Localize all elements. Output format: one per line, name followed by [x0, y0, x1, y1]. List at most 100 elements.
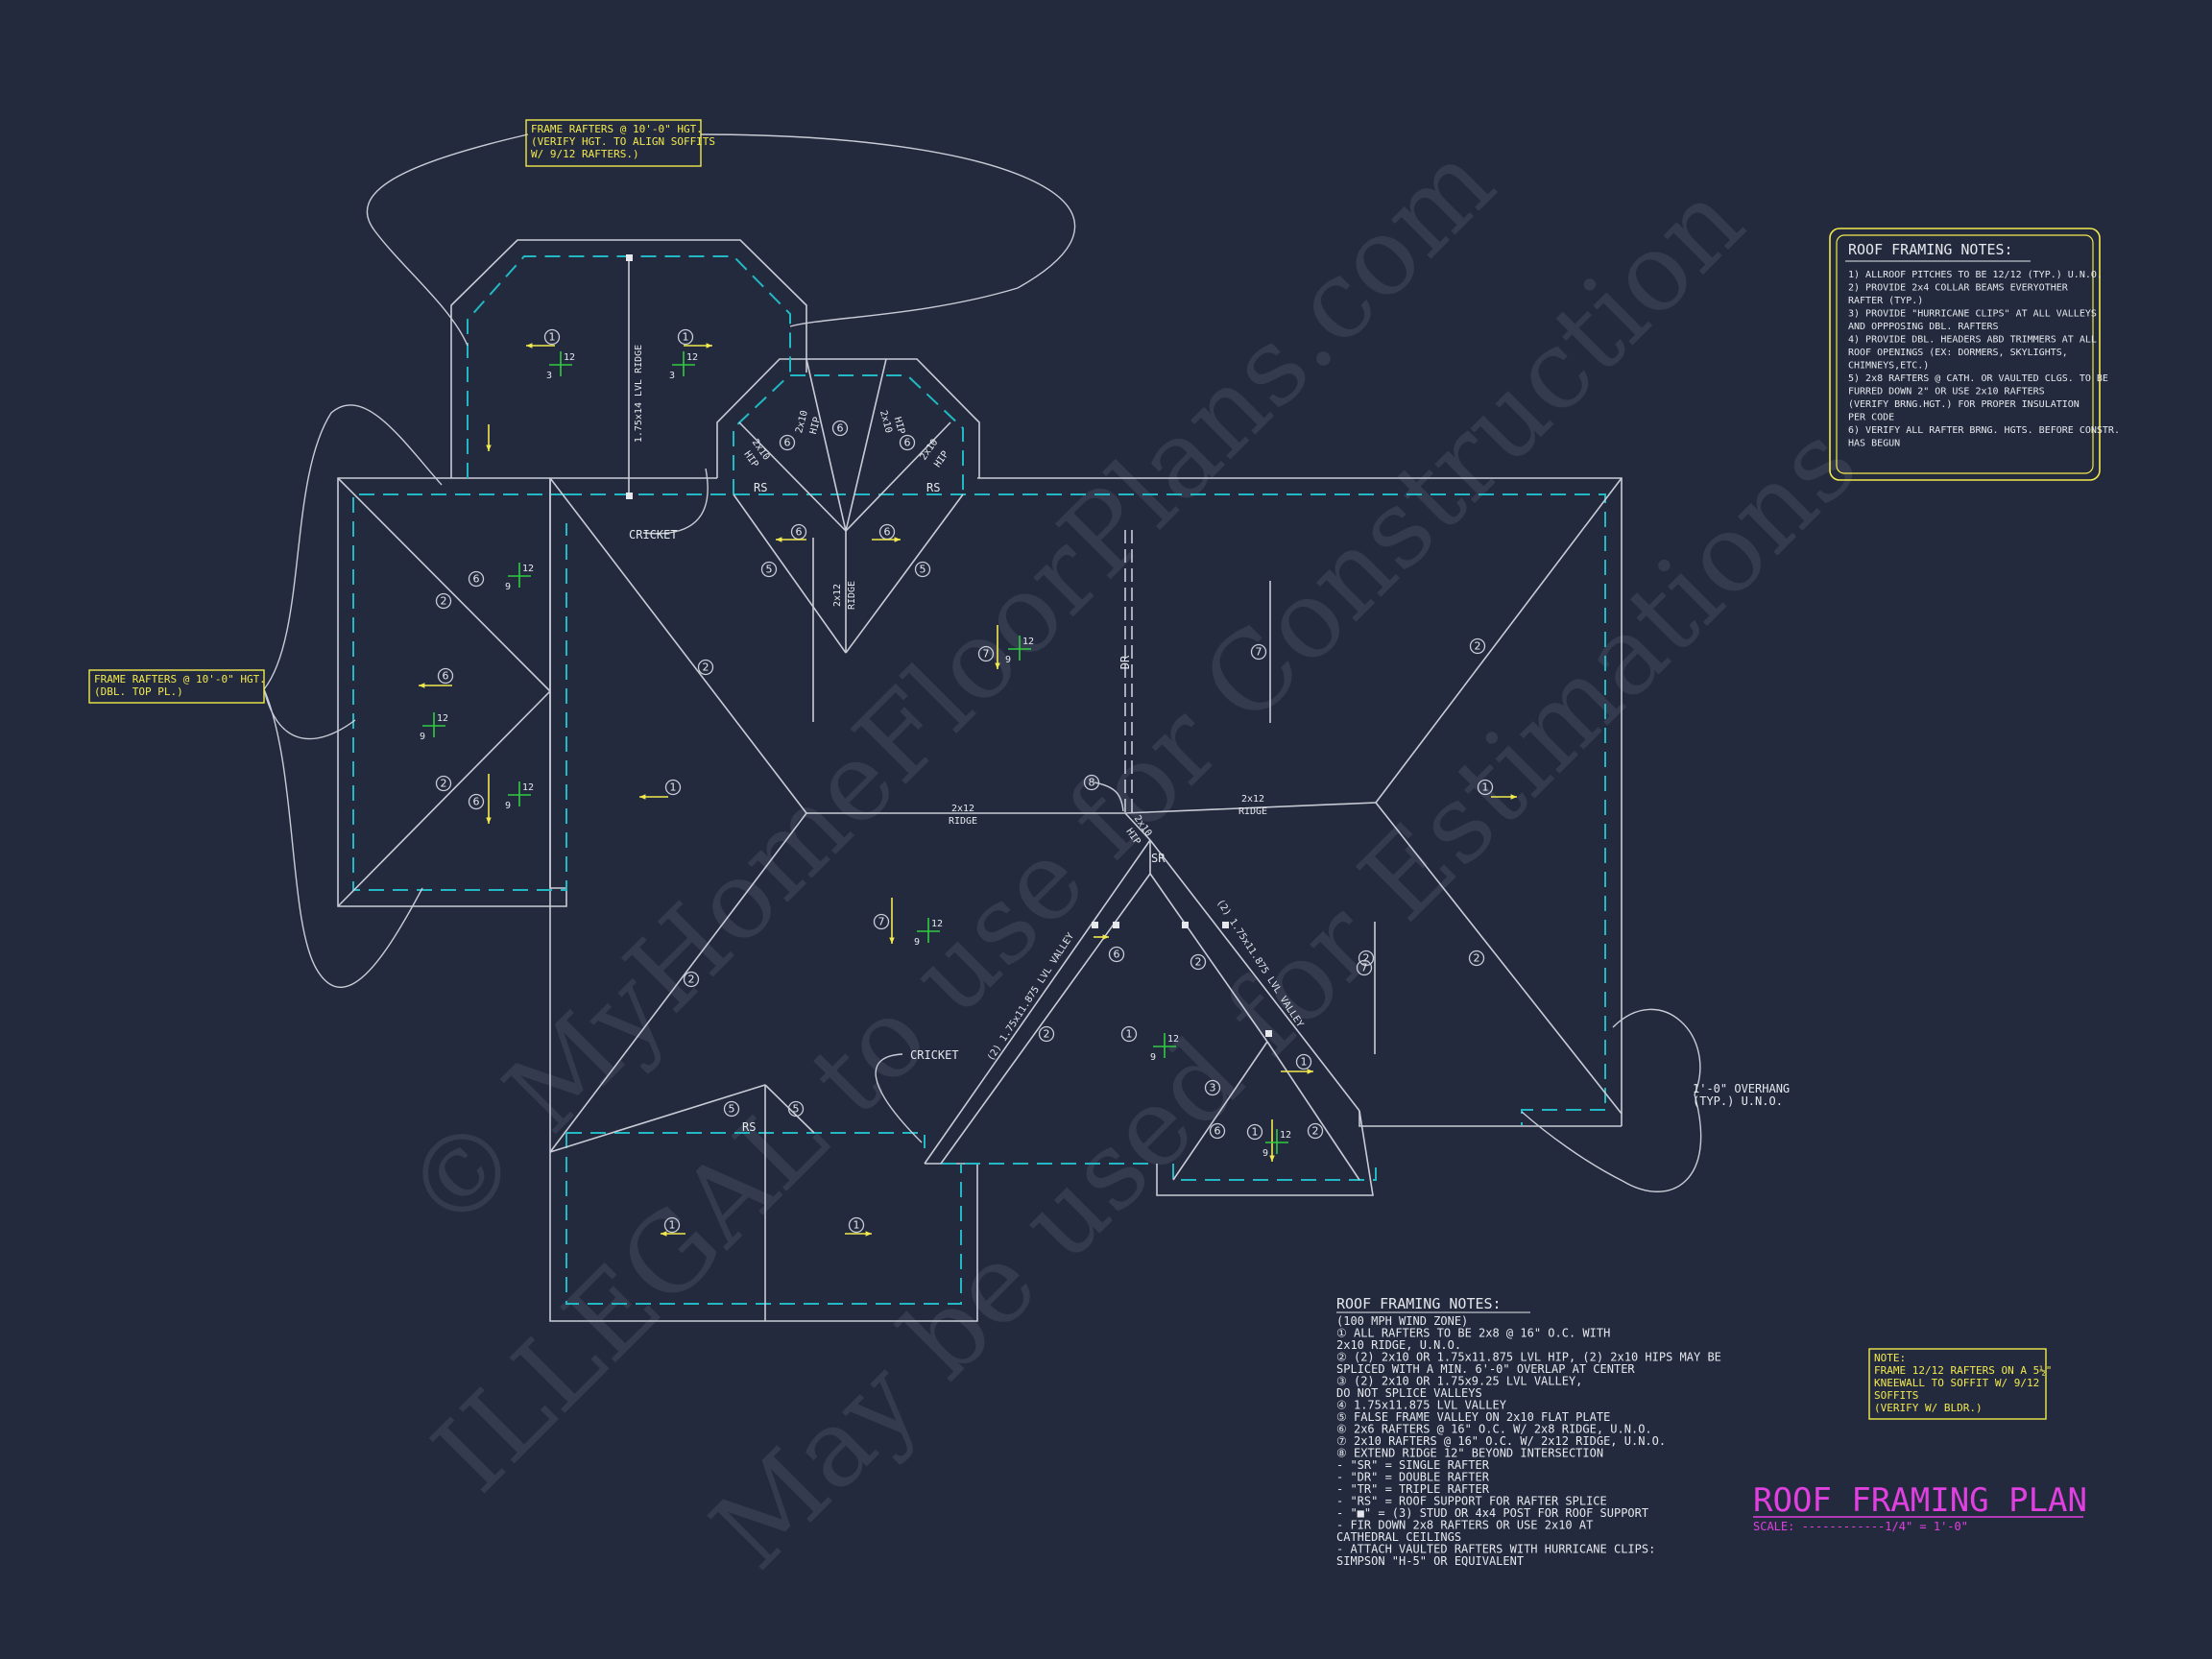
notes-bottom-item: ③ (2) 2x10 OR 1.75x9.25 LVL VALLEY,: [1336, 1375, 1582, 1388]
svg-text:12: 12: [522, 782, 534, 793]
rafter-tag-8: 8: [1083, 774, 1100, 791]
rafter-tag-7: 7: [873, 913, 890, 930]
post-markers: [626, 254, 1272, 1037]
rafter-tag-1: 1: [848, 1216, 865, 1234]
svg-text:9: 9: [1005, 655, 1011, 665]
framing-members: [337, 257, 1623, 1321]
svg-text:6: 6: [1114, 949, 1120, 961]
sr-label: SR: [1151, 852, 1166, 865]
svg-text:1: 1: [549, 331, 556, 344]
rafter-tag-2: 2: [1358, 950, 1375, 967]
notes-bottom-item: ⑥ 2x6 RAFTERS @ 16" O.C. W/ 2x8 RIDGE, U…: [1336, 1423, 1652, 1436]
rs-label-left: RS: [754, 481, 767, 494]
ridge-size-oct: 2x12: [832, 584, 843, 607]
rafter-tag-2: 2: [1190, 953, 1207, 971]
cricket-label-bottom: CRICKET: [910, 1048, 959, 1062]
svg-text:9: 9: [420, 732, 425, 742]
notes-right-item: 2) PROVIDE 2x4 COLLAR BEAMS EVERYOTHER: [1848, 283, 2069, 294]
rafter-arrow: [661, 1231, 685, 1237]
rafter-arrows: [419, 343, 1517, 1237]
rafter-tag-1: 1: [1120, 1025, 1138, 1043]
pitch-symbol: 123: [546, 351, 575, 381]
rafter-arrow: [526, 343, 555, 349]
svg-text:2: 2: [1363, 952, 1370, 965]
notes-bottom: ROOF FRAMING NOTES: (100 MPH WIND ZONE)①…: [1336, 1295, 1721, 1568]
svg-text:6: 6: [443, 670, 449, 683]
rafter-tag-6: 6: [1209, 1122, 1226, 1140]
rafter-arrow: [872, 537, 901, 542]
notes-bottom-item: SPLICED WITH A MIN. 6'-0" OVERLAP AT CEN…: [1336, 1362, 1635, 1376]
octagon-bay-outline: [716, 358, 980, 478]
hip-size-3: 2x10: [878, 409, 894, 434]
notes-right-title: ROOF FRAMING NOTES:: [1848, 241, 2013, 258]
svg-text:1: 1: [1482, 781, 1489, 794]
note-line5: (VERIFY W/ BLDR.): [1874, 1402, 1983, 1414]
pitch-symbol: 129: [1150, 1033, 1179, 1063]
rafter-tag-6: 6: [899, 434, 916, 451]
notes-right-item: RAFTER (TYP.): [1848, 296, 1923, 306]
rafter-tag-6: 6: [437, 667, 454, 685]
notes-right-item: (VERIFY BRNG.HGT.) FOR PROPER INSULATION: [1848, 399, 2080, 410]
svg-text:2: 2: [688, 974, 695, 986]
pitch-symbol: 129: [420, 712, 448, 742]
rafter-tag-7: 7: [1356, 959, 1373, 976]
svg-text:2: 2: [703, 661, 709, 674]
svg-text:12: 12: [564, 352, 575, 363]
svg-text:6: 6: [904, 437, 911, 449]
svg-text:1: 1: [854, 1219, 860, 1232]
svg-text:1: 1: [1252, 1126, 1259, 1139]
svg-text:2: 2: [1044, 1028, 1050, 1041]
lvl-ridge-label: 1.75x14 LVL RIDGE: [634, 345, 644, 443]
notes-bottom-item: ④ 1.75x11.875 LVL VALLEY: [1336, 1399, 1507, 1412]
svg-text:6: 6: [473, 573, 480, 586]
ridge-label-west: RIDGE: [949, 816, 977, 827]
callout-left: FRAME RAFTERS @ 10'-0" HGT. (DBL. TOP PL…: [88, 669, 266, 704]
notes-right-item: CHIMNEYS,ETC.): [1848, 361, 1929, 372]
notes-bottom-item: ⑤ FALSE FRAME VALLEY ON 2x10 FLAT PLATE: [1336, 1410, 1610, 1424]
notes-bottom-item: DO NOT SPLICE VALLEYS: [1336, 1386, 1482, 1400]
west-wing-outline: [337, 477, 567, 907]
svg-text:12: 12: [1280, 1130, 1291, 1141]
callout-note: NOTE: FRAME 12/12 RAFTERS ON A 5½" KNEEW…: [1868, 1348, 2052, 1420]
rafter-arrow: [1269, 1119, 1275, 1162]
pitch-symbol: 129: [1262, 1129, 1291, 1159]
rafter-arrow: [845, 1231, 872, 1237]
rafter-arrow: [486, 774, 492, 824]
rafter-tag-5: 5: [914, 561, 931, 578]
svg-text:6: 6: [473, 796, 480, 808]
ridge-size-west: 2x12: [951, 804, 974, 814]
svg-text:6: 6: [884, 526, 891, 539]
north-bay-outline: [450, 239, 807, 478]
notes-bottom-item: - "TR" = TRIPLE RAFTER: [1336, 1482, 1490, 1496]
notes-bottom-item: - FIR DOWN 2x8 RAFTERS OR USE 2x10 AT: [1336, 1519, 1593, 1532]
rafter-tag-1: 1: [1246, 1123, 1263, 1141]
rafter-arrow: [776, 537, 806, 542]
notes-right-item: PER CODE: [1848, 413, 1894, 423]
pitch-symbol: 129: [505, 781, 534, 811]
rafter-tag-5: 5: [760, 561, 778, 578]
notes-bottom-item: - "DR" = DOUBLE RAFTER: [1336, 1471, 1490, 1484]
hip-label-4: HIP: [932, 449, 950, 469]
note-line4: SOFFITS: [1874, 1389, 1918, 1402]
note-line3: KNEEWALL TO SOFFIT W/ 9/12: [1874, 1377, 2039, 1389]
svg-text:2: 2: [1475, 640, 1481, 653]
svg-text:3: 3: [1210, 1082, 1216, 1094]
notes-right: ROOF FRAMING NOTES: 1) ALLROOF PITCHES T…: [1829, 228, 2120, 481]
svg-text:2: 2: [441, 778, 447, 790]
svg-text:5: 5: [766, 564, 773, 576]
notes-bottom-item: CATHEDRAL CEILINGS: [1336, 1530, 1461, 1544]
rs-label-right: RS: [926, 481, 940, 494]
notes-bottom-title: ROOF FRAMING NOTES:: [1336, 1295, 1502, 1312]
svg-text:8: 8: [1089, 777, 1095, 789]
overhang-line2: (TYP.) U.N.O.: [1693, 1094, 1783, 1108]
rafter-tag-2: 2: [435, 592, 452, 610]
notes-right-item: 6) VERIFY ALL RAFTER BRNG. HGTS. BEFORE …: [1848, 425, 2120, 436]
svg-text:1: 1: [670, 781, 677, 794]
rafter-tag-1: 1: [663, 1216, 681, 1234]
rafter-arrow: [1094, 934, 1109, 940]
rafter-arrow: [1491, 794, 1517, 800]
rafter-tag-3: 3: [1204, 1079, 1221, 1096]
notes-right-item: ROOF OPENINGS (EX: DORMERS, SKYLIGHTS,: [1848, 348, 2068, 358]
